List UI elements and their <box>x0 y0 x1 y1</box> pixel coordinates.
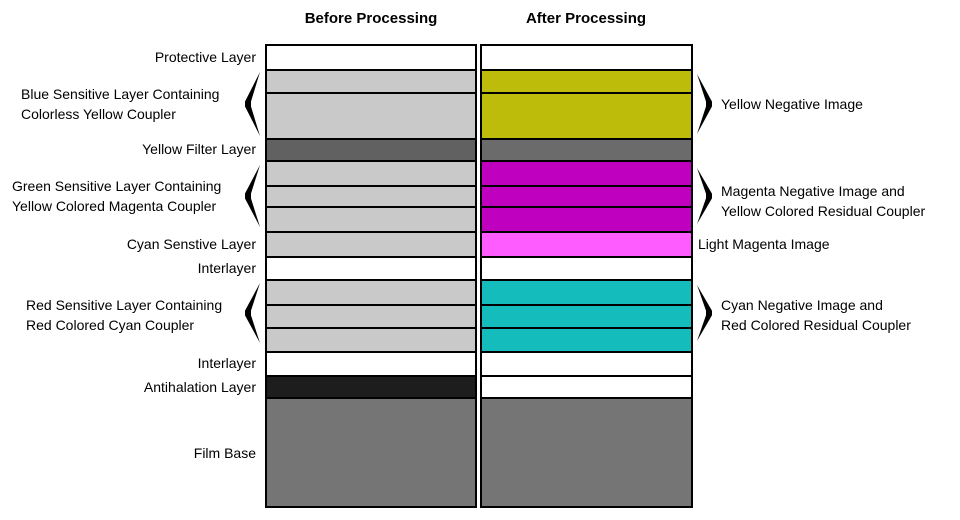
label-blue-sensitive-line-2: Colorless Yellow Coupler <box>21 106 176 122</box>
label-yellow-filter: Yellow Filter Layer <box>142 139 256 159</box>
label-antihalation-line-1: Antihalation Layer <box>143 379 256 395</box>
label-light-magenta-image-line-1: Light Magenta Image <box>698 236 830 252</box>
label-cyan-sensitive-line-1: Cyan Senstive Layer <box>126 236 256 252</box>
green-sensitive-band-2-before <box>267 187 475 206</box>
red-sensitive-band-2-before <box>267 306 475 327</box>
label-cyan-negative-image-line-1: Cyan Negative Image and <box>721 297 883 313</box>
label-blue-sensitive-line-1: Blue Sensitive Layer Containing <box>21 86 220 102</box>
label-interlayer-1-line-1: Interlayer <box>197 260 256 276</box>
antihalation-layer-before <box>267 377 475 397</box>
interlayer-1-before <box>267 258 475 279</box>
interlayer-1-after <box>482 258 691 279</box>
yellow-filter-layer-before <box>267 140 475 160</box>
brace-red-sensitive-chevron-icon <box>245 283 260 343</box>
interlayer-2-after <box>482 353 691 375</box>
label-protective-layer: Protective Layer <box>155 47 256 67</box>
green-sensitive-band-3-before <box>267 208 475 231</box>
antihalation-layer-after <box>482 377 691 397</box>
red-sensitive-band-3-before <box>267 329 475 351</box>
label-cyan-sensitive: Cyan Senstive Layer <box>127 234 256 254</box>
after-processing-stack <box>480 44 693 508</box>
label-magenta-negative-image-line-2: Yellow Colored Residual Coupler <box>721 203 926 219</box>
label-yellow-filter-line-1: Yellow Filter Layer <box>142 141 256 157</box>
brace-yellow-negative-image-chevron-icon <box>697 74 712 134</box>
protective-layer-before <box>267 46 475 69</box>
label-interlayer-2-line-1: Interlayer <box>197 355 256 371</box>
blue-sensitive-band-1-before <box>267 71 475 92</box>
green-sensitive-band-3-after <box>482 208 691 231</box>
before-processing-header: Before Processing <box>304 10 438 27</box>
cyan-sensitive-layer-after <box>482 233 691 256</box>
yellow-filter-layer-after <box>482 140 691 160</box>
blue-sensitive-band-2-after <box>482 94 691 138</box>
green-sensitive-band-1-before <box>267 162 475 185</box>
brace-cyan-negative-image-chevron-icon <box>697 285 712 341</box>
label-film-base: Film Base <box>194 443 256 463</box>
label-interlayer-2: Interlayer <box>198 353 256 373</box>
before-processing-stack <box>265 44 477 508</box>
label-red-sensitive-line-2: Red Colored Cyan Coupler <box>26 317 195 333</box>
label-yellow-negative-image: Yellow Negative Image <box>721 94 863 114</box>
label-magenta-negative-image-line-1: Magenta Negative Image and <box>721 183 905 199</box>
blue-sensitive-band-2-before <box>267 94 475 138</box>
brace-blue-sensitive-chevron-icon <box>245 72 260 136</box>
red-sensitive-band-1-before <box>267 281 475 304</box>
label-green-sensitive-line-1: Green Sensitive Layer Containing <box>12 178 222 194</box>
label-interlayer-1: Interlayer <box>198 258 256 278</box>
red-sensitive-band-1-after <box>482 281 691 304</box>
brace-magenta-negative-image-chevron-icon <box>697 168 712 224</box>
label-protective-layer-line-1: Protective Layer <box>154 49 256 65</box>
label-red-sensitive-line-1: Red Sensitive Layer Containing <box>26 297 223 313</box>
interlayer-2-before <box>267 353 475 375</box>
label-light-magenta-image: Light Magenta Image <box>698 234 830 254</box>
label-green-sensitive-line-2: Yellow Colored Magenta Coupler <box>12 198 217 214</box>
brace-green-sensitive-chevron-icon <box>245 165 260 227</box>
cyan-sensitive-layer-before <box>267 233 475 256</box>
green-sensitive-band-1-after <box>482 162 691 185</box>
red-sensitive-band-2-after <box>482 306 691 327</box>
green-sensitive-band-2-after <box>482 187 691 206</box>
label-film-base-line-1: Film Base <box>193 445 256 461</box>
blue-sensitive-band-1-after <box>482 71 691 92</box>
film-base-after <box>482 399 691 506</box>
label-antihalation: Antihalation Layer <box>144 377 256 397</box>
label-cyan-negative-image-line-2: Red Colored Residual Coupler <box>721 317 911 333</box>
red-sensitive-band-3-after <box>482 329 691 351</box>
film-base-before <box>267 399 475 506</box>
label-yellow-negative-image-line-1: Yellow Negative Image <box>721 96 863 112</box>
after-processing-header: After Processing <box>525 10 647 27</box>
protective-layer-after <box>482 46 691 69</box>
